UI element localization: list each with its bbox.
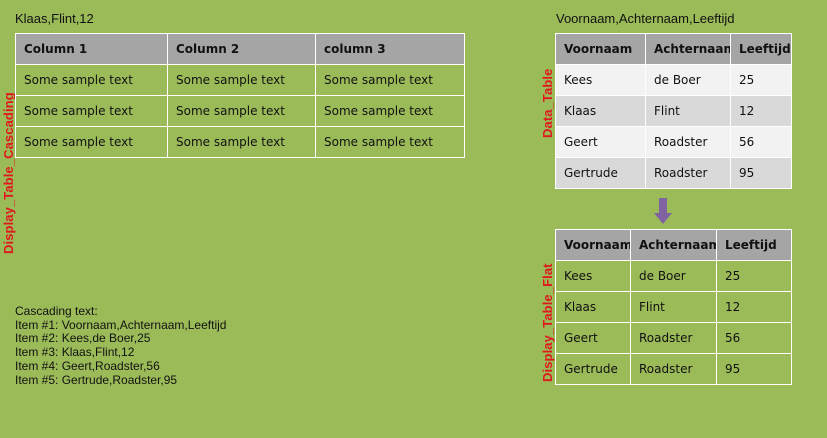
table-cell[interactable]: Gertrude <box>555 353 631 385</box>
arrow-down-icon <box>654 198 672 224</box>
table-cell[interactable]: Some sample text <box>167 64 316 96</box>
table-row[interactable]: Kees de Boer 25 <box>555 64 792 96</box>
table-cell[interactable]: Roadster <box>645 157 731 189</box>
table-cell[interactable]: 95 <box>730 157 792 189</box>
table-cell[interactable]: Some sample text <box>15 64 168 96</box>
table-cell[interactable]: 12 <box>730 95 792 127</box>
column-header[interactable]: column 3 <box>315 33 465 65</box>
table-cell[interactable]: de Boer <box>645 64 731 96</box>
table-row[interactable]: Some sample text Some sample text Some s… <box>15 64 465 96</box>
table-cell[interactable]: Roadster <box>645 126 731 158</box>
data-table-label: Data_Table <box>540 68 555 138</box>
cascading-text-item: Item #4: Geert,Roadster,56 <box>15 358 160 373</box>
cascading-text-item: Item #2: Kees,de Boer,25 <box>15 331 151 346</box>
column-header[interactable]: Voornaam <box>555 33 646 65</box>
column-header[interactable]: Column 1 <box>15 33 168 65</box>
column-header[interactable]: Leeftijd <box>716 229 792 261</box>
table-row[interactable]: Klaas Flint 12 <box>555 291 792 323</box>
table-cell[interactable]: Flint <box>630 291 717 323</box>
selected-row-caption: Klaas,Flint,12 <box>15 11 94 26</box>
data-table: Voornaam Achternaam Leeftijd Kees de Boe… <box>555 33 792 189</box>
table-cell[interactable]: 56 <box>730 126 792 158</box>
table-header-row: Voornaam Achternaam Leeftijd <box>555 229 792 261</box>
display-table-flat-label: Display_Table_Flat <box>540 263 555 382</box>
table-cell[interactable]: Klaas <box>555 291 631 323</box>
table-row[interactable]: Gertrude Roadster 95 <box>555 157 792 189</box>
column-header[interactable]: Leeftijd <box>730 33 792 65</box>
table-cell[interactable]: Some sample text <box>167 95 316 127</box>
display-table-flat: Voornaam Achternaam Leeftijd Kees de Boe… <box>555 229 792 385</box>
table-header-row: Voornaam Achternaam Leeftijd <box>555 33 792 65</box>
display-table-cascading: Column 1 Column 2 column 3 Some sample t… <box>15 33 465 158</box>
data-table-header-caption: Voornaam,Achternaam,Leeftijd <box>556 11 735 26</box>
table-row[interactable]: Gertrude Roadster 95 <box>555 353 792 385</box>
table-cell[interactable]: Kees <box>555 64 646 96</box>
table-cell[interactable]: Gertrude <box>555 157 646 189</box>
table-cell[interactable]: Some sample text <box>15 95 168 127</box>
table-cell[interactable]: Klaas <box>555 95 646 127</box>
table-row[interactable]: Klaas Flint 12 <box>555 95 792 127</box>
table-cell[interactable]: Roadster <box>630 322 717 354</box>
table-cell[interactable]: de Boer <box>630 260 717 292</box>
column-header[interactable]: Achternaam <box>645 33 731 65</box>
cascading-text-block: Cascading text: Item #1: Voornaam,Achter… <box>15 304 227 387</box>
column-header[interactable]: Achternaam <box>630 229 717 261</box>
cascading-text-item: Item #1: Voornaam,Achternaam,Leeftijd <box>15 317 227 332</box>
table-cell[interactable]: Some sample text <box>315 64 465 96</box>
table-row[interactable]: Some sample text Some sample text Some s… <box>15 95 465 127</box>
table-cell[interactable]: Geert <box>555 126 646 158</box>
table-cell[interactable]: Some sample text <box>167 126 316 158</box>
table-row[interactable]: Some sample text Some sample text Some s… <box>15 126 465 158</box>
column-header[interactable]: Voornaam <box>555 229 631 261</box>
table-header-row: Column 1 Column 2 column 3 <box>15 33 465 65</box>
table-cell[interactable]: Kees <box>555 260 631 292</box>
cascading-text-item: Item #3: Klaas,Flint,12 <box>15 345 135 360</box>
table-row[interactable]: Geert Roadster 56 <box>555 322 792 354</box>
cascading-text-title: Cascading text: <box>15 304 98 318</box>
table-row[interactable]: Kees de Boer 25 <box>555 260 792 292</box>
table-cell[interactable]: Some sample text <box>15 126 168 158</box>
table-cell[interactable]: Some sample text <box>315 126 465 158</box>
table-cell[interactable]: Geert <box>555 322 631 354</box>
column-header[interactable]: Column 2 <box>167 33 316 65</box>
cascading-text-item: Item #5: Gertrude,Roadster,95 <box>15 372 178 387</box>
table-cell[interactable]: Roadster <box>630 353 717 385</box>
table-row[interactable]: Geert Roadster 56 <box>555 126 792 158</box>
table-cell[interactable]: 95 <box>716 353 792 385</box>
table-cell[interactable]: 25 <box>716 260 792 292</box>
table-cell[interactable]: Some sample text <box>315 95 465 127</box>
table-cell[interactable]: 12 <box>716 291 792 323</box>
table-cell[interactable]: 25 <box>730 64 792 96</box>
table-cell[interactable]: Flint <box>645 95 731 127</box>
table-cell[interactable]: 56 <box>716 322 792 354</box>
display-table-cascading-label: Display_Table_Cascading <box>1 92 16 254</box>
